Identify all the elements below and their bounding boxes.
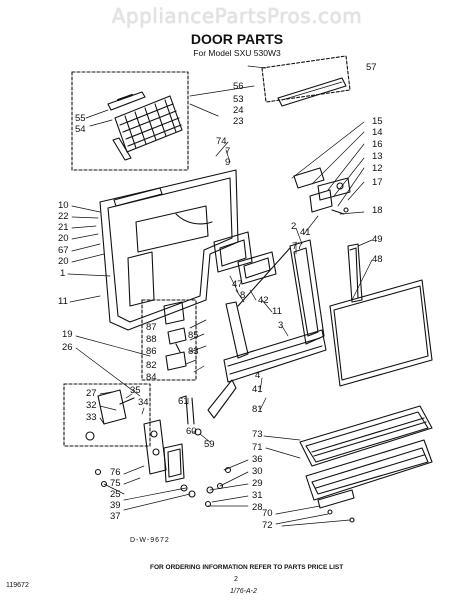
watermark: AppliancePartsPros.com (111, 4, 363, 28)
callout-33: 33 (86, 412, 97, 423)
callout-83: 83 (188, 346, 199, 357)
callout-31: 31 (252, 490, 263, 501)
callout-70: 70 (262, 508, 273, 519)
callout-27: 27 (86, 388, 97, 399)
trim-group-box (261, 55, 351, 103)
gasket (163, 443, 185, 483)
callout-57: 57 (366, 62, 377, 73)
callout-20-a: 20 (58, 233, 69, 244)
vent-grille (112, 95, 183, 161)
grille-group-box (71, 71, 189, 171)
drawing-number: D-W-9672 (130, 537, 170, 544)
callout-1: 1 (60, 268, 66, 279)
control-panel-bracket (143, 419, 167, 475)
callout-73: 73 (252, 429, 263, 440)
hardware-fasteners (94, 466, 232, 508)
callout-28: 28 (252, 502, 263, 513)
callout-72: 72 (262, 520, 273, 531)
outer-door-panel (329, 243, 433, 387)
kick-plate (299, 405, 433, 467)
callout-42: 42 (258, 295, 269, 306)
callout-9: 9 (225, 157, 231, 168)
callout-82: 82 (146, 360, 157, 371)
callout-29: 29 (252, 478, 263, 489)
callout-3: 3 (278, 320, 284, 331)
callout-59: 59 (204, 439, 215, 450)
callout-54: 54 (75, 124, 86, 135)
callout-11-a: 11 (58, 296, 68, 307)
toe-panel (305, 439, 433, 501)
timer-switch (97, 389, 127, 425)
callout-19: 19 (62, 329, 73, 340)
callout-41-a: 41 (300, 227, 311, 238)
callout-35: 35 (130, 385, 141, 396)
callout-86: 86 (146, 346, 157, 357)
callout-48: 48 (372, 254, 383, 265)
callout-74: 74 (216, 136, 227, 147)
callout-39: 39 (110, 500, 121, 511)
callout-30: 30 (252, 466, 263, 477)
footer-code: 119672 (6, 582, 29, 589)
callout-53: 53 (233, 94, 244, 105)
control-group-box (63, 383, 151, 447)
callout-60: 60 (186, 426, 197, 437)
callout-87: 87 (146, 322, 157, 333)
callout-14: 14 (372, 127, 383, 138)
callout-55: 55 (75, 113, 86, 124)
page-number: 2 (234, 576, 238, 583)
callout-13: 13 (372, 151, 383, 162)
dispenser-cup (213, 231, 253, 273)
callout-15: 15 (372, 116, 383, 127)
callout-81: 81 (252, 404, 263, 415)
callout-85: 85 (188, 330, 199, 341)
callout-18: 18 (372, 205, 383, 216)
callout-12: 12 (372, 163, 383, 174)
callout-47: 47 (232, 279, 243, 290)
callout-7: 7 (225, 146, 231, 157)
callout-2: 2 (291, 221, 297, 232)
latch-block (163, 301, 185, 325)
kick-bracket (317, 489, 355, 523)
callout-88: 88 (146, 334, 157, 345)
door-trim-strip (277, 77, 347, 107)
callout-24: 24 (233, 105, 244, 116)
callout-16: 16 (372, 139, 383, 150)
callout-75: 75 (110, 478, 121, 489)
hinge-assembly (293, 167, 351, 215)
callout-20-b: 20 (58, 256, 69, 267)
inner-door-panel (99, 169, 239, 331)
outer-door-frame (207, 239, 327, 419)
callout-22: 22 (58, 211, 69, 222)
ordering-note: FOR ORDERING INFORMATION REFER TO PARTS … (150, 564, 344, 571)
callout-25: 25 (110, 489, 121, 500)
callout-10: 10 (58, 200, 69, 211)
callout-23: 23 (233, 116, 244, 127)
callout-77: 77 (292, 241, 303, 252)
callout-84: 84 (146, 372, 157, 383)
callout-76: 76 (110, 467, 121, 478)
vent-cap (107, 91, 146, 111)
callout-61: 61 (178, 396, 189, 407)
latch-group-box (141, 299, 197, 381)
callout-26: 26 (62, 342, 73, 353)
callout-34: 34 (138, 397, 149, 408)
callout-36: 36 (252, 454, 263, 465)
diagram-title: DOOR PARTS (190, 31, 284, 47)
callout-11-b: 11 (272, 306, 282, 317)
callout-21: 21 (58, 222, 69, 233)
callout-49: 49 (372, 234, 383, 245)
callout-4: 4 (255, 370, 261, 381)
callout-67: 67 (58, 245, 69, 256)
callout-56: 56 (233, 81, 244, 92)
rinse-aid-unit (237, 251, 277, 285)
diagram-subtitle: For Model SXU 530W3 (193, 48, 281, 58)
callout-32: 32 (86, 400, 97, 411)
callout-41-b: 41 (252, 384, 263, 395)
callout-8: 8 (240, 290, 246, 301)
callout-17: 17 (372, 177, 383, 188)
handwritten-note: 1/76-A-2 (230, 588, 257, 595)
callout-71: 71 (252, 442, 263, 453)
callout-37: 37 (110, 511, 121, 522)
